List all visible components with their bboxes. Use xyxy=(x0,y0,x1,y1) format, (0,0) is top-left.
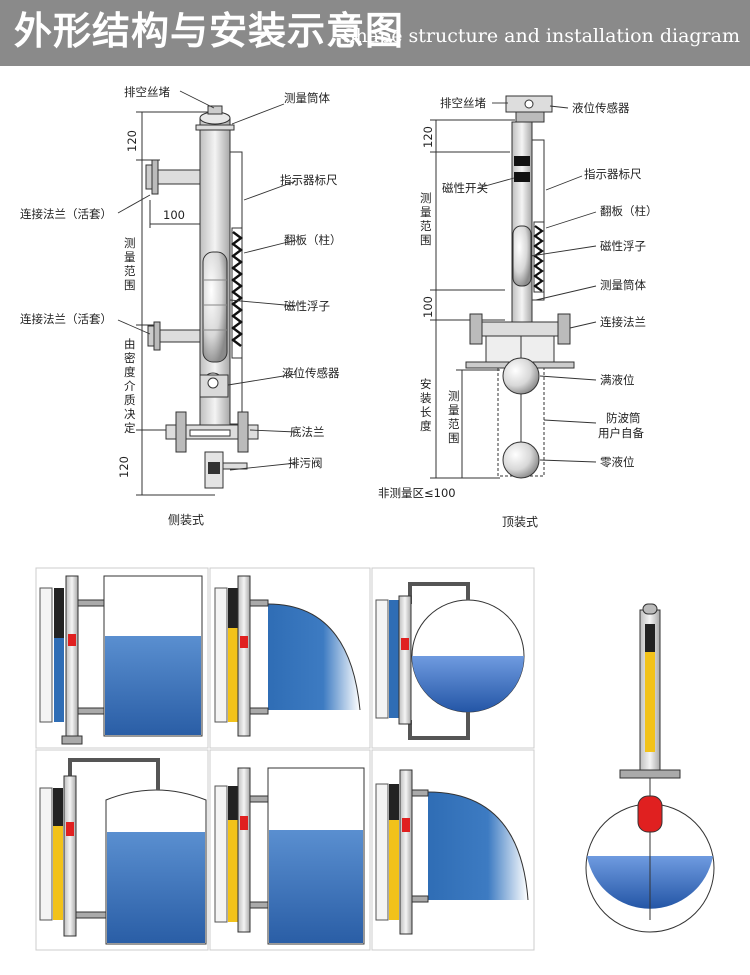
svg-text:测: 测 xyxy=(124,236,136,250)
top-label-flip-plate: 翻板（柱） xyxy=(600,204,658,218)
svg-text:量: 量 xyxy=(420,205,432,219)
top-dim-gap: 100 xyxy=(421,296,435,318)
example-panel-4 xyxy=(35,749,209,951)
top-dim-top: 120 xyxy=(421,126,435,148)
svg-text:度: 度 xyxy=(124,365,136,379)
top-label-magnetic-float: 磁性浮子 xyxy=(600,239,646,253)
top-label-wave-guard: 防波筒 xyxy=(606,411,641,425)
side-label-flange-top: 连接法兰（活套） xyxy=(20,207,112,221)
svg-text:量: 量 xyxy=(448,403,460,417)
side-label-flip-plate: 翻板（柱） xyxy=(284,233,342,247)
example-panel-6 xyxy=(371,749,535,951)
svg-text:质: 质 xyxy=(124,393,136,407)
svg-text:长: 长 xyxy=(420,405,432,419)
svg-text:度: 度 xyxy=(420,419,432,433)
page-title-english: Shape structure and installation diagram xyxy=(342,25,740,47)
svg-text:量: 量 xyxy=(124,250,136,264)
example-sphere-tank xyxy=(585,603,715,933)
svg-text:范: 范 xyxy=(448,417,460,431)
svg-text:测: 测 xyxy=(420,191,432,205)
svg-text:范: 范 xyxy=(124,264,136,278)
side-label-drain-valve: 排污阀 xyxy=(288,456,323,470)
svg-text:定: 定 xyxy=(124,421,136,435)
side-mount-drawing: 排空丝堵 测量筒体 指示器标尺 连接法兰（活套） 翻板（柱） 磁性浮子 连接法兰… xyxy=(20,85,342,527)
example-panel-3 xyxy=(371,567,535,749)
side-label-vent-plug: 排空丝堵 xyxy=(124,85,170,99)
side-dim-top: 120 xyxy=(125,130,139,152)
top-label-connecting-flange: 连接法兰 xyxy=(600,315,646,329)
top-mount-caption: 顶装式 xyxy=(502,515,538,529)
top-dim-range: 测 量 范 围 xyxy=(420,191,432,247)
svg-text:由: 由 xyxy=(124,337,136,351)
top-label-zero-level: 零液位 xyxy=(600,455,635,469)
side-dim-bottom: 120 xyxy=(117,456,131,478)
svg-text:装: 装 xyxy=(420,391,432,405)
top-mount-drawing: 排空丝堵 液位传感器 指示器标尺 磁性开关 翻板（柱） 磁性浮子 测量筒体 连接… xyxy=(378,95,658,529)
side-mount-caption: 侧装式 xyxy=(168,513,204,527)
side-label-measuring-body: 测量筒体 xyxy=(284,91,330,105)
top-label-vent-plug: 排空丝堵 xyxy=(440,96,486,110)
example-panel-1 xyxy=(35,567,209,749)
svg-text:安: 安 xyxy=(420,377,432,391)
top-label-indicator-ruler: 指示器标尺 xyxy=(584,167,642,181)
example-panel-2 xyxy=(209,567,371,749)
side-label-magnetic-float: 磁性浮子 xyxy=(284,299,330,313)
svg-text:密: 密 xyxy=(124,351,136,365)
svg-text:范: 范 xyxy=(420,219,432,233)
side-dim-range: 测 量 范 围 xyxy=(124,236,136,292)
side-label-indicator-ruler: 指示器标尺 xyxy=(280,173,338,187)
top-label-user-provided: 用户自备 xyxy=(598,426,644,440)
header-bar: 外形结构与安装示意图 Shape structure and installat… xyxy=(0,0,750,66)
svg-text:围: 围 xyxy=(124,278,136,292)
side-label-bottom-flange: 底法兰 xyxy=(290,425,325,439)
svg-text:决: 决 xyxy=(124,407,136,421)
svg-text:测: 测 xyxy=(448,389,460,403)
top-dim-non-measuring: 非测量区≤100 xyxy=(378,486,456,500)
top-dim-install-length: 安 装 长 度 xyxy=(420,377,432,433)
top-dim-range2: 测 量 范 围 xyxy=(448,389,460,445)
side-dim-offset: 100 xyxy=(163,208,185,222)
top-label-measuring-body: 测量筒体 xyxy=(600,278,646,292)
side-label-flange-bottom: 连接法兰（活套） xyxy=(20,312,112,326)
top-label-full-level: 满液位 xyxy=(600,373,635,387)
page-title: 外形结构与安装示意图 xyxy=(14,9,405,53)
svg-text:围: 围 xyxy=(420,233,432,247)
example-panel-5 xyxy=(209,749,371,951)
svg-text:围: 围 xyxy=(448,431,460,445)
top-label-magnetic-switch: 磁性开关 xyxy=(442,181,488,195)
side-label-level-sensor: 液位传感器 xyxy=(282,366,340,380)
top-label-level-sensor: 液位传感器 xyxy=(572,101,630,115)
svg-text:介: 介 xyxy=(124,379,136,393)
side-dim-density-note: 由 密 度 介 质 决 定 xyxy=(124,337,136,435)
